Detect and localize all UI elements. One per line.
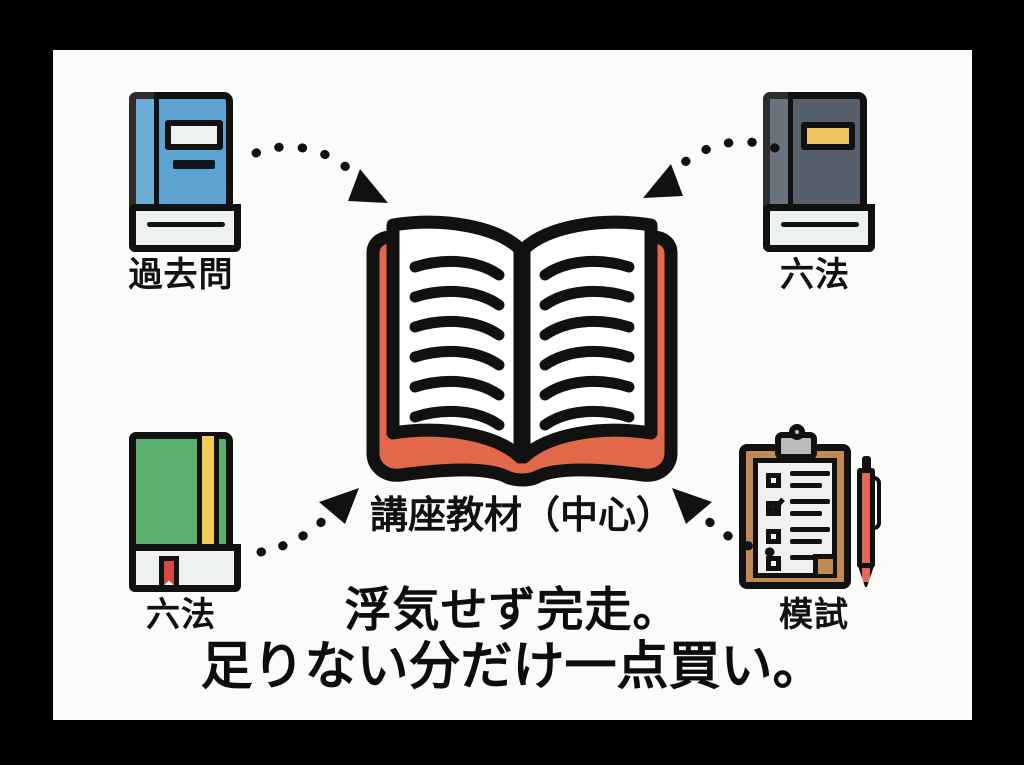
mock-exam-art [739,424,889,592]
caption-line-1: 浮気せず完走。 [344,583,681,638]
open-book-icon [366,215,678,487]
checkbox-3 [766,529,781,544]
pen-clipper-icon [874,476,881,530]
clipboard-sheet [753,458,837,578]
checkbox-2 [766,501,781,516]
arrow-bottom-right-dots [689,501,775,557]
closed-book-icon [121,92,241,252]
node-law-codes-top: 六法 [755,92,875,292]
arrow-top-right-head [643,164,683,198]
node-label-law-codes-bottom: 六法 [146,595,216,635]
sheet-dogear [813,554,833,574]
pen-tip-icon [857,563,875,587]
open-book-text-lines-right [539,255,635,431]
arrow-bottom-left-dots [256,501,342,557]
node-label-mock-exam: 模試 [779,595,849,635]
caption: 浮気せず完走。 足りない分だけ一点買い。 [53,583,972,697]
pen-body-icon [857,468,875,568]
arrow-bottom-left-head [319,488,359,524]
arrow-bottom-left [256,488,359,557]
node-law-codes-bottom: 六法 [121,432,241,632]
past-exams-art [121,92,241,252]
arrow-top-left-dots [251,142,371,192]
checklist-line-2b [790,511,822,516]
checklist-line-2a [790,499,830,504]
checklist-line-1a [790,471,830,476]
arrow-top-left-head [348,169,388,203]
arrow-top-right-dots [660,137,780,187]
checklist-line-4a [790,555,826,560]
book-title-dash [173,160,215,169]
arrow-bottom-right-head [672,488,712,524]
checklist-line-3b [790,539,822,544]
clipboard-checklist-icon [739,424,889,592]
book-label-plate [165,120,223,150]
law-codes-bottom-art [121,432,241,592]
node-label-past-exams: 過去問 [128,255,234,295]
center-label: 講座教材（中心） [369,493,674,537]
book-pages [129,204,241,252]
book-pages [763,204,875,252]
arrow-top-right [643,137,780,198]
book-page-line [147,222,225,227]
node-center-course-material: 講座教材（中心） [336,205,708,534]
arrow-top-left [251,142,388,203]
pen-cap-icon [862,456,871,472]
closed-book-icon [121,432,241,592]
checkbox-1 [766,473,781,488]
checklist-line-1b [790,483,822,488]
node-past-exams: 過去問 [121,92,241,292]
node-label-law-codes-top: 六法 [780,255,850,295]
open-book-page-right [517,215,658,464]
arrow-bottom-right [672,488,775,557]
closed-book-icon [755,92,875,252]
diagram-canvas: 過去問 六法 [53,50,972,720]
book-pages [129,544,241,592]
book-stripe [197,436,219,568]
law-codes-top-art [755,92,875,252]
book-label-plate [801,122,855,150]
checklist-line-3a [790,527,830,532]
caption-line-2: 足りない分だけ一点買い。 [200,636,825,697]
book-page-line [781,222,859,227]
clipboard-clip-knob [789,424,805,440]
checkbox-4 [766,556,781,571]
open-book-text-lines-left [409,255,505,431]
node-mock-exam: 模試 [739,424,889,635]
